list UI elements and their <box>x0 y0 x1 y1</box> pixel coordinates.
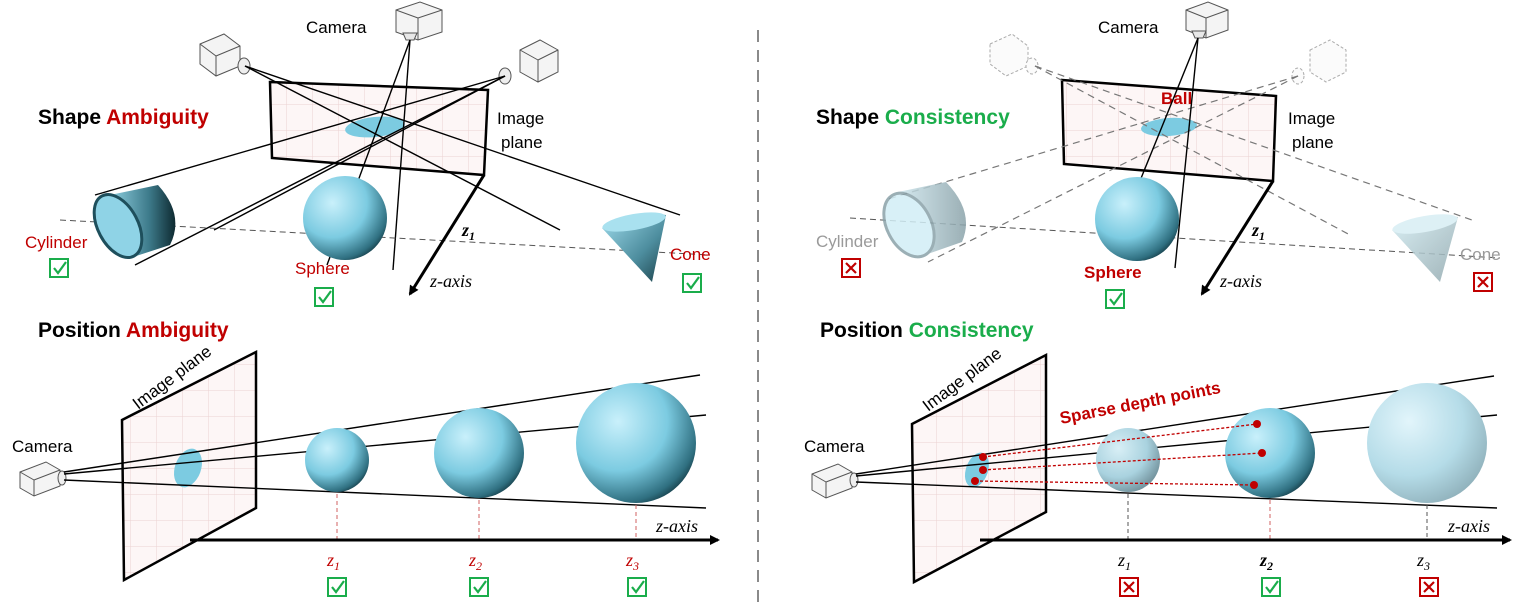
left-image-label-2: plane <box>501 133 543 152</box>
left-depth-z3-check <box>627 577 647 597</box>
left-shape-section: Shape Ambiguity Camera <box>25 1 711 307</box>
left-cone-label: Cone <box>670 245 711 264</box>
right-image-label-2: plane <box>1292 133 1334 152</box>
right-image-label-1: Image <box>1288 109 1335 128</box>
left-image-label-1: Image <box>497 109 544 128</box>
left-image-plane-bottom <box>120 349 258 583</box>
right-depth-z2-check <box>1261 577 1281 597</box>
right-z-axis-top-label: z-axis <box>1219 271 1262 291</box>
left-depth-z1-label: z1 <box>326 550 340 573</box>
right-cylinder-shape <box>882 182 967 259</box>
right-camera-top-icon <box>1185 1 1229 39</box>
right-sphere-shape <box>1095 177 1179 261</box>
right-sphere-z1 <box>1096 428 1160 492</box>
right-sparse-depth-lines <box>974 423 1263 486</box>
right-image-plane-bottom <box>910 352 1048 585</box>
left-depth-z3-label: z3 <box>625 550 639 573</box>
right-cone-label: Cone <box>1460 245 1501 264</box>
left-shape-title: Shape Ambiguity <box>38 106 209 129</box>
left-sphere-label: Sphere <box>295 259 350 278</box>
right-cone-cross <box>1473 272 1493 292</box>
left-position-section: Position Ambiguity Image plane Camera <box>12 319 720 597</box>
right-depth-guides <box>1127 494 1428 540</box>
right-sparse-depth-label: Sparse depth points <box>1058 378 1222 428</box>
left-image-plane-top <box>268 80 490 177</box>
left-sphere-z2 <box>434 408 524 498</box>
left-camera-top-label: Camera <box>306 18 367 37</box>
left-dashed-axis <box>59 219 711 256</box>
right-camera-bottom-icon <box>811 463 859 499</box>
left-depth-z1-check <box>327 577 347 597</box>
left-cylinder-label: Cylinder <box>25 233 88 252</box>
right-depth-z2-label: z2 <box>1259 550 1273 573</box>
left-cone-check <box>682 273 702 293</box>
right-depth-z3-cross <box>1419 577 1439 597</box>
right-depth-z3-label: z3 <box>1416 550 1430 573</box>
right-position-section: Position Consistency Image plane Camera <box>804 319 1512 597</box>
right-ball-label: Ball <box>1161 89 1192 108</box>
left-depth-z2-label: z2 <box>468 550 482 573</box>
right-sphere-check <box>1105 289 1125 309</box>
left-camera-left-icon <box>199 33 251 77</box>
left-z-axis-bottom-label: z-axis <box>655 516 698 536</box>
right-depth-z1-label: z1 <box>1117 550 1131 573</box>
left-sphere-z3 <box>576 383 696 503</box>
right-camera-bottom-label: Camera <box>804 437 865 456</box>
left-z1-label: z1 <box>461 220 475 243</box>
left-z-axis-top-label: z-axis <box>429 271 472 291</box>
right-position-title: Position Consistency <box>820 319 1034 342</box>
left-cylinder-shape <box>92 185 176 259</box>
right-faded-rays <box>884 65 1473 263</box>
right-sparse-depth-points <box>971 420 1266 489</box>
right-z1-label: z1 <box>1251 220 1265 243</box>
right-sphere-label: Sphere <box>1084 263 1142 282</box>
left-cylinder-check <box>49 258 69 278</box>
left-camera-right-icon <box>498 39 559 85</box>
left-camera-top-icon <box>395 1 443 41</box>
right-camera-top-label: Camera <box>1098 18 1159 37</box>
right-shape-section: Shape Consistency Ball Camera <box>816 1 1501 309</box>
left-cone-shape <box>602 212 666 282</box>
right-depth-z1-cross <box>1119 577 1139 597</box>
right-shape-title: Shape Consistency <box>816 106 1010 129</box>
left-sphere-check <box>314 287 334 307</box>
right-camera-left-icon <box>989 33 1039 77</box>
right-z-axis-bottom-label: z-axis <box>1447 516 1490 536</box>
right-image-plane-top <box>1060 78 1278 183</box>
left-position-title: Position Ambiguity <box>38 319 229 342</box>
right-dashed-axis <box>849 217 1501 259</box>
right-z-axis-arrow <box>1200 180 1275 296</box>
left-z-axis-arrow <box>408 174 486 296</box>
left-sphere-shape <box>303 176 387 260</box>
right-sphere-z2 <box>1225 408 1315 498</box>
right-cylinder-cross <box>841 258 861 278</box>
right-sphere-z3 <box>1367 383 1487 503</box>
right-camera-right-icon <box>1291 39 1347 85</box>
left-camera-bottom-icon <box>19 461 67 497</box>
left-camera-bottom-label: Camera <box>12 437 73 456</box>
left-depth-guides <box>336 494 637 540</box>
left-sphere-z1 <box>305 428 369 492</box>
right-cone-shape <box>1392 214 1458 282</box>
right-cylinder-label: Cylinder <box>816 232 879 251</box>
left-depth-z2-check <box>469 577 489 597</box>
